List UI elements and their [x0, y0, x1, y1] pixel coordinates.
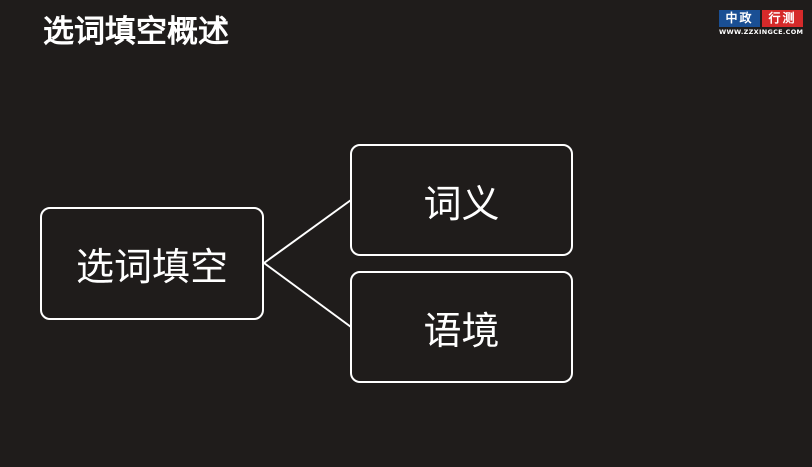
diagram-node-context: 语境 — [350, 271, 573, 383]
diagram-node-root: 选词填空 — [40, 207, 264, 320]
logo-url-text: WWW.ZZXINGCE.COM — [719, 28, 804, 36]
connector-line-bottom — [263, 262, 352, 328]
slide-title: 选词填空概述 — [43, 14, 229, 50]
logo-badge: 中政 行测 — [719, 10, 803, 27]
logo-right-text: 行测 — [762, 10, 803, 27]
brand-logo: 中政 行测 WWW.ZZXINGCE.COM — [719, 10, 803, 40]
connector-line-top — [263, 199, 352, 264]
diagram-node-word-meaning: 词义 — [350, 144, 573, 256]
logo-left-text: 中政 — [719, 10, 760, 27]
